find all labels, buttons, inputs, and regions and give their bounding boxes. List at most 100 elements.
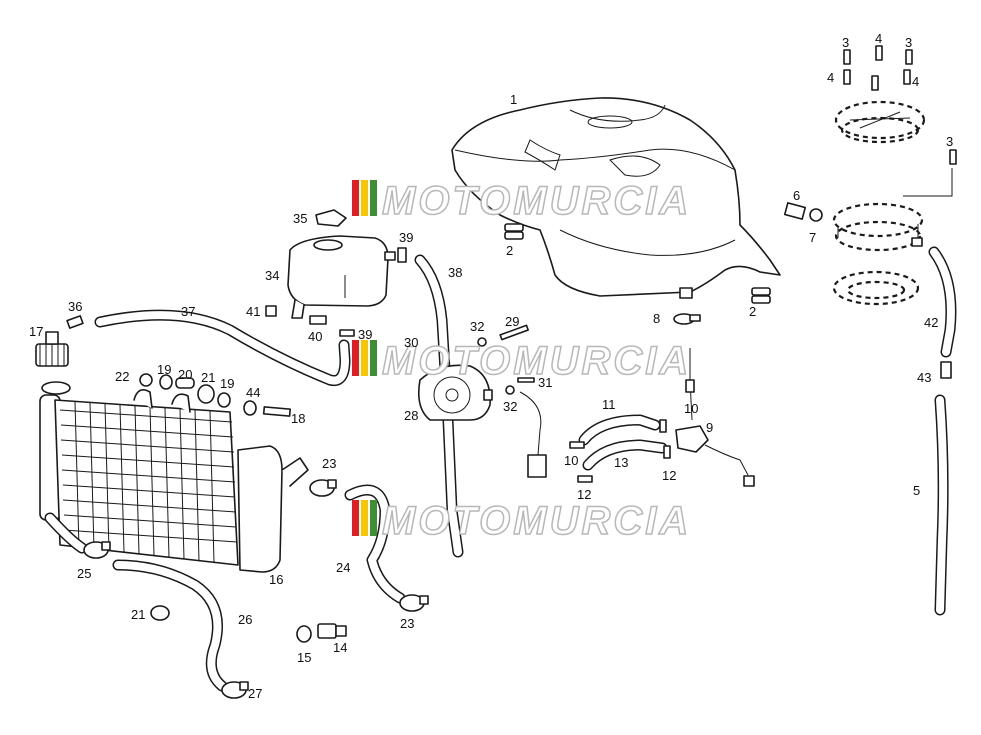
label-28: 28 xyxy=(404,408,418,423)
fuel-hose-42 xyxy=(928,246,957,358)
bracket-41 xyxy=(265,305,277,317)
svg-text:MOTOMURCIA: MOTOMURCIA xyxy=(382,179,691,223)
label-24: 24 xyxy=(336,560,350,575)
label-36: 36 xyxy=(68,299,82,314)
label-15: 15 xyxy=(297,650,311,665)
watermark-middle: MOTOMURCIA xyxy=(352,338,689,384)
radiator-cap-17 xyxy=(35,331,69,367)
label-18: 18 xyxy=(291,411,305,426)
label-20: 20 xyxy=(178,367,192,382)
label-3a: 3 xyxy=(842,35,849,50)
hose-clip-10b xyxy=(569,441,585,449)
hose-clip-12a xyxy=(663,445,671,459)
label-10b: 10 xyxy=(564,453,578,468)
washer-15 xyxy=(296,625,312,643)
label-37: 37 xyxy=(181,304,195,319)
label-3c: 3 xyxy=(946,134,953,149)
clip-39-lower xyxy=(339,329,355,337)
tank-rubber-2a xyxy=(504,223,524,240)
fuel-valve-9 xyxy=(675,348,755,487)
svg-text:MOTOMURCIA: MOTOMURCIA xyxy=(382,499,691,543)
label-32b: 32 xyxy=(503,399,517,414)
label-4b: 4 xyxy=(827,70,834,85)
label-21b: 21 xyxy=(131,607,145,622)
fuel-hose-11 xyxy=(578,414,661,446)
label-7: 7 xyxy=(809,230,816,245)
hose-connector-36 xyxy=(66,315,84,329)
spacer-20 xyxy=(175,377,195,389)
label-43: 43 xyxy=(917,370,931,385)
nut-22 xyxy=(139,373,153,387)
label-29: 29 xyxy=(505,314,519,329)
label-19b: 19 xyxy=(220,376,234,391)
coolant-hose-24 xyxy=(344,484,406,604)
label-44: 44 xyxy=(246,385,260,400)
cooling-fan xyxy=(417,364,493,421)
label-31: 31 xyxy=(538,375,552,390)
fuel-connector-43 xyxy=(940,361,952,379)
screw-29 xyxy=(499,324,529,341)
hose-clip-12b xyxy=(577,475,593,483)
label-11: 11 xyxy=(602,397,616,412)
watermark-bottom: MOTOMURCIA xyxy=(352,498,691,544)
label-16: 16 xyxy=(269,572,283,587)
label-39b: 39 xyxy=(358,327,372,342)
hose-clamp-23a xyxy=(309,479,337,497)
label-35: 35 xyxy=(293,211,307,226)
label-23b: 23 xyxy=(400,616,414,631)
coolant-hose-26 xyxy=(112,559,228,692)
label-27: 27 xyxy=(248,686,262,701)
label-19a: 19 xyxy=(157,362,171,377)
label-9: 9 xyxy=(706,420,713,435)
nut-32a xyxy=(477,337,487,347)
fan-connector xyxy=(519,391,547,478)
fuel-pump-flange xyxy=(832,202,924,252)
label-2a: 2 xyxy=(506,243,513,258)
fuel-hose-13 xyxy=(582,439,668,471)
label-4c: 4 xyxy=(912,74,919,89)
label-40: 40 xyxy=(308,329,322,344)
grommet-21b xyxy=(150,605,170,621)
tank-rubber-2b xyxy=(751,287,771,304)
bolt-18 xyxy=(262,406,292,417)
label-22: 22 xyxy=(115,369,129,384)
label-39a: 39 xyxy=(399,230,413,245)
label-3b: 3 xyxy=(905,35,912,50)
label-26: 26 xyxy=(238,612,252,627)
expansion-tank xyxy=(287,235,396,319)
hose-clamp-25 xyxy=(83,541,111,559)
washer-19a xyxy=(159,374,173,390)
label-8: 8 xyxy=(653,311,660,326)
hose-clip-10a xyxy=(659,419,667,433)
label-13: 13 xyxy=(614,455,628,470)
radiator xyxy=(39,381,309,573)
fuel-tank xyxy=(451,97,781,299)
washer-19b xyxy=(217,392,231,408)
thermo-switch-14 xyxy=(317,623,347,639)
fuel-hose-5 xyxy=(934,394,949,616)
grommet-21a xyxy=(197,384,215,404)
pump-gasket-bottom xyxy=(832,270,920,306)
label-41: 41 xyxy=(246,304,260,319)
label-4a: 4 xyxy=(875,31,882,46)
label-23a: 23 xyxy=(322,456,336,471)
label-25: 25 xyxy=(77,566,91,581)
nut-32b xyxy=(505,385,515,395)
tank-clip-7 xyxy=(809,208,823,222)
label-42: 42 xyxy=(924,315,938,330)
label-21a: 21 xyxy=(201,370,215,385)
label-32a: 32 xyxy=(470,319,484,334)
coolant-hose-25 xyxy=(44,512,88,554)
label-5: 5 xyxy=(913,483,920,498)
label-1: 1 xyxy=(510,92,517,107)
label-34: 34 xyxy=(265,268,279,283)
tank-bushing-6 xyxy=(783,202,807,220)
hose-clamp-27 xyxy=(221,681,249,699)
label-10a: 10 xyxy=(684,401,698,416)
label-2b: 2 xyxy=(749,304,756,319)
clip-39-upper xyxy=(397,247,407,263)
label-14: 14 xyxy=(333,640,347,655)
tank-clamp-8 xyxy=(673,313,701,325)
hose-clamp-23b xyxy=(399,594,429,612)
